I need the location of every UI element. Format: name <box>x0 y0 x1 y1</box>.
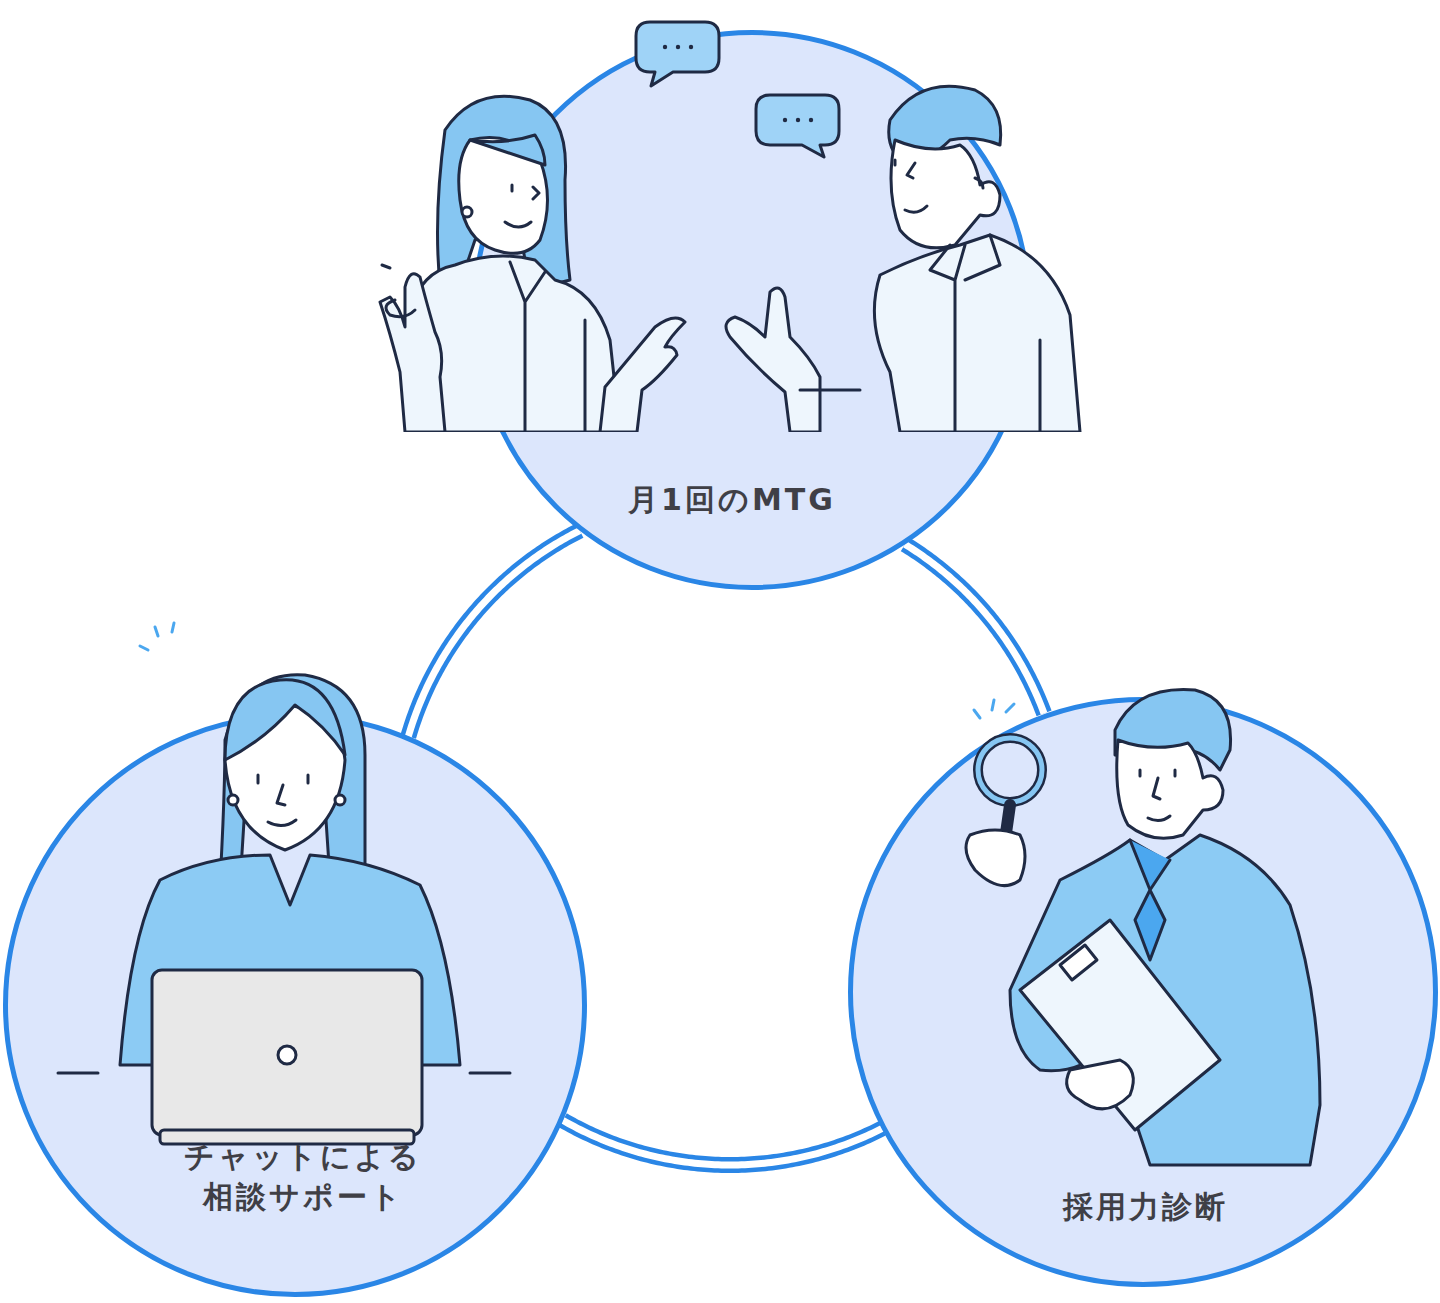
meeting-figures <box>380 86 1080 432</box>
node-label: 採用力診断 <box>995 1187 1295 1228</box>
ring-segment <box>408 531 580 737</box>
ring-connector <box>563 1120 882 1165</box>
speech-bubble <box>636 22 839 157</box>
ring-inner-gap <box>408 531 580 737</box>
chat-figure <box>58 623 510 1144</box>
ring-inner-gap <box>905 544 1044 713</box>
node-label: チャットによる 相談サポート <box>168 1137 438 1218</box>
ring-segment <box>905 544 1044 713</box>
ring-segment <box>563 1120 882 1165</box>
node-label: 月1回のMTG <box>562 480 902 521</box>
ring-connector <box>905 544 1044 713</box>
ring-connector <box>408 531 580 737</box>
ring-inner-gap <box>563 1120 882 1165</box>
diagnosis-figure <box>966 690 1320 1166</box>
